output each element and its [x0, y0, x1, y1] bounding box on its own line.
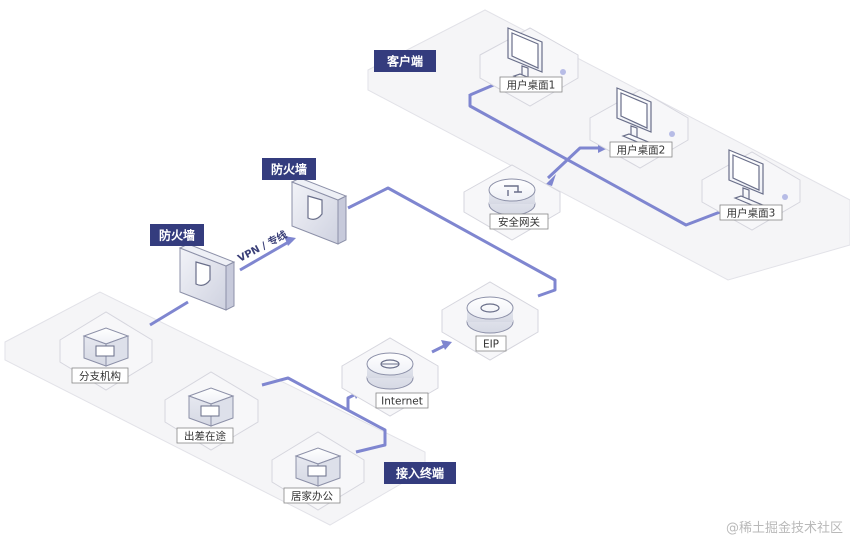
watermark: @稀土掘金技术社区 [726, 520, 843, 536]
home-device-icon [294, 447, 342, 487]
label-home: 居家办公 [291, 490, 333, 503]
gateway-device-icon [488, 178, 536, 216]
arrow-to-gateway [546, 174, 556, 186]
label-desktop3: 用户桌面3 [727, 207, 776, 220]
arrow-to-eip [441, 340, 452, 350]
link-access-internet [261, 376, 387, 454]
link-firewall-firewall [239, 238, 293, 272]
node-labels: 用户桌面1 用户桌面2 用户桌面3 安全网关 EIP Internet 分支机构… [71, 76, 783, 504]
tag-access-text: 接入终端 [396, 466, 444, 481]
eip-device-icon [466, 296, 514, 334]
tag-client: 客户端 [374, 50, 436, 72]
tag-firewall-left: 防火墙 [150, 224, 204, 246]
travel-device-icon [187, 387, 235, 427]
label-internet: Internet [381, 396, 423, 408]
branch-device-icon [82, 327, 130, 367]
label-desktop2: 用户桌面2 [617, 144, 666, 157]
arrow-to-firewall [284, 236, 296, 246]
tag-client-text: 客户端 [386, 54, 423, 69]
label-travel: 出差在途 [184, 430, 226, 443]
decor-dots [560, 69, 788, 200]
monitor-icon [507, 27, 767, 209]
desktop2-monitor-icon [616, 87, 655, 147]
tag-firewall-right: 防火墙 [262, 158, 316, 180]
label-eip: EIP [483, 339, 499, 351]
label-gateway: 安全网关 [498, 216, 540, 229]
link-branch-firewall [149, 300, 189, 327]
link-gateway-eip [347, 186, 557, 298]
internet-device-icon [366, 352, 414, 390]
tag-firewall-left-text: 防火墙 [159, 228, 195, 243]
tag-access: 接入终端 [384, 462, 456, 484]
desktop3-monitor-icon [728, 149, 767, 209]
tag-firewall-right-text: 防火墙 [271, 162, 307, 177]
firewall-left-icon [178, 243, 236, 311]
label-branch: 分支机构 [79, 370, 121, 383]
label-desktop1: 用户桌面1 [507, 79, 556, 92]
firewall-right-icon [290, 177, 348, 245]
link-client-bus [468, 94, 721, 227]
